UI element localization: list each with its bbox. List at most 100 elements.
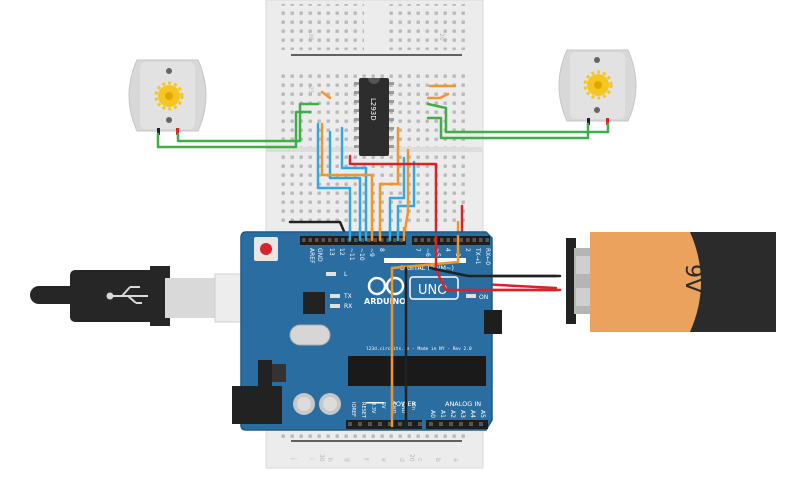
header-hole: [485, 238, 489, 242]
digital-pin-label: ~6: [424, 248, 431, 257]
header-hole: [360, 238, 364, 242]
header-hole: [393, 238, 397, 242]
header-hole: [466, 238, 470, 242]
header-hole: [459, 238, 463, 242]
chip-pin: [389, 91, 394, 94]
microcontroller-chip: [348, 356, 486, 386]
usb-chip: [303, 292, 325, 314]
analog-pin-label: A0: [429, 410, 436, 418]
power-header[interactable]: [346, 420, 422, 429]
wire-orange-1[interactable]: [320, 122, 374, 238]
motor-screw: [594, 107, 600, 113]
breadboard-holes-rail-top-right: [384, 4, 470, 50]
usb-cable[interactable]: [30, 266, 278, 326]
chip-pin: [354, 100, 359, 103]
dc-motor-right[interactable]: [558, 49, 637, 125]
header-hole: [469, 422, 473, 426]
header-hole: [414, 238, 418, 242]
power-jack[interactable]: [232, 386, 282, 424]
header-hole: [380, 238, 384, 242]
analog-pin-label: A3: [459, 410, 466, 418]
arduino-logo-icon: [367, 276, 405, 296]
analog-pin-label: A2: [449, 410, 456, 418]
wire-blue-3[interactable]: [340, 126, 368, 238]
capacitor: [319, 393, 341, 415]
wire-orange-5v-top[interactable]: [390, 234, 460, 428]
chip-pin: [354, 136, 359, 139]
header-hole: [302, 238, 306, 242]
reset-button[interactable]: [254, 237, 278, 261]
breadboard-row-letter: j: [290, 457, 297, 460]
chip-pin: [389, 118, 394, 121]
analog-pin-label: A5: [479, 410, 486, 418]
wire-blue-4[interactable]: [388, 156, 406, 238]
model-box: [409, 276, 459, 300]
website-label: l23d.circuits.io - Made in NY - Rev 2.0: [366, 346, 472, 352]
wire-green-motor-left-2[interactable]: [176, 102, 320, 143]
chip-pin: [354, 127, 359, 130]
wire-orange-short[interactable]: [426, 92, 450, 100]
header-hole: [479, 238, 483, 242]
header-hole: [446, 238, 450, 242]
header-hole: [459, 422, 463, 426]
analog-header[interactable]: [426, 420, 488, 429]
header-hole: [420, 238, 424, 242]
breadboard-row-letter: i: [308, 458, 315, 460]
motor-gear-icon: [583, 70, 613, 100]
header-hole: [408, 422, 412, 426]
l-led: [326, 272, 336, 276]
chip-pin: [389, 145, 394, 148]
digital-pin-label: AREF: [308, 248, 315, 264]
digital-pin-label: 2: [464, 248, 471, 252]
breadboard-row-letter: b: [434, 458, 441, 462]
wire-orange-3[interactable]: [378, 126, 400, 238]
chip-label: L293D: [369, 98, 377, 121]
wire-blue-5[interactable]: [396, 160, 416, 238]
header-hole: [429, 422, 433, 426]
rx-label: RX: [344, 303, 352, 310]
wire-red-battery-top[interactable]: [434, 234, 562, 292]
l-led-label: L: [344, 271, 348, 278]
wire-blue-1[interactable]: [316, 122, 352, 238]
digital-pin-label: ~9: [368, 248, 375, 257]
header-hole: [367, 238, 371, 242]
wire-orange-2[interactable]: [402, 148, 410, 238]
wire-green-motor-right-1[interactable]: [426, 116, 590, 140]
chip-pin: [354, 82, 359, 85]
voltage-regulator: [258, 360, 272, 386]
motor-screw: [166, 117, 172, 123]
dc-motor-left[interactable]: [128, 59, 207, 135]
header-hole: [373, 238, 377, 242]
header-hole: [308, 238, 312, 242]
motor-terminal-red: [176, 128, 179, 135]
breadboard-number: 25: [307, 86, 314, 94]
digital-pin-label: ~10: [358, 248, 365, 261]
header-hole: [472, 238, 476, 242]
tx-led: [330, 294, 340, 298]
header-hole: [334, 238, 338, 242]
on-led: [466, 294, 476, 298]
wire-orange-short[interactable]: [320, 90, 332, 100]
wire-black-battery-top[interactable]: [428, 266, 562, 278]
digital-header-2[interactable]: [412, 236, 490, 245]
l293d-chip[interactable]: L293D: [354, 78, 394, 156]
header-hole: [348, 422, 352, 426]
header-hole: [386, 238, 390, 242]
breadboard-holes-rail-bottom: [278, 428, 470, 442]
icsp-header[interactable]: [484, 310, 502, 334]
header-hole: [368, 422, 372, 426]
breadboard-row-letter: g: [344, 458, 351, 462]
header-hole: [341, 238, 345, 242]
header-hole: [388, 422, 392, 426]
digital-header-1[interactable]: [300, 236, 406, 245]
breadboard-holes-rail-top-left: [278, 4, 364, 50]
chip-pin: [389, 127, 394, 130]
tx-label: TX: [343, 293, 352, 300]
digital-label-bar: [384, 258, 466, 263]
battery-9v[interactable]: 9V: [566, 232, 776, 332]
wire-green-motor-right-2[interactable]: [426, 102, 610, 134]
header-hole: [378, 422, 382, 426]
wire-blue-2[interactable]: [328, 130, 362, 238]
digital-pin-label: 7: [414, 248, 421, 252]
